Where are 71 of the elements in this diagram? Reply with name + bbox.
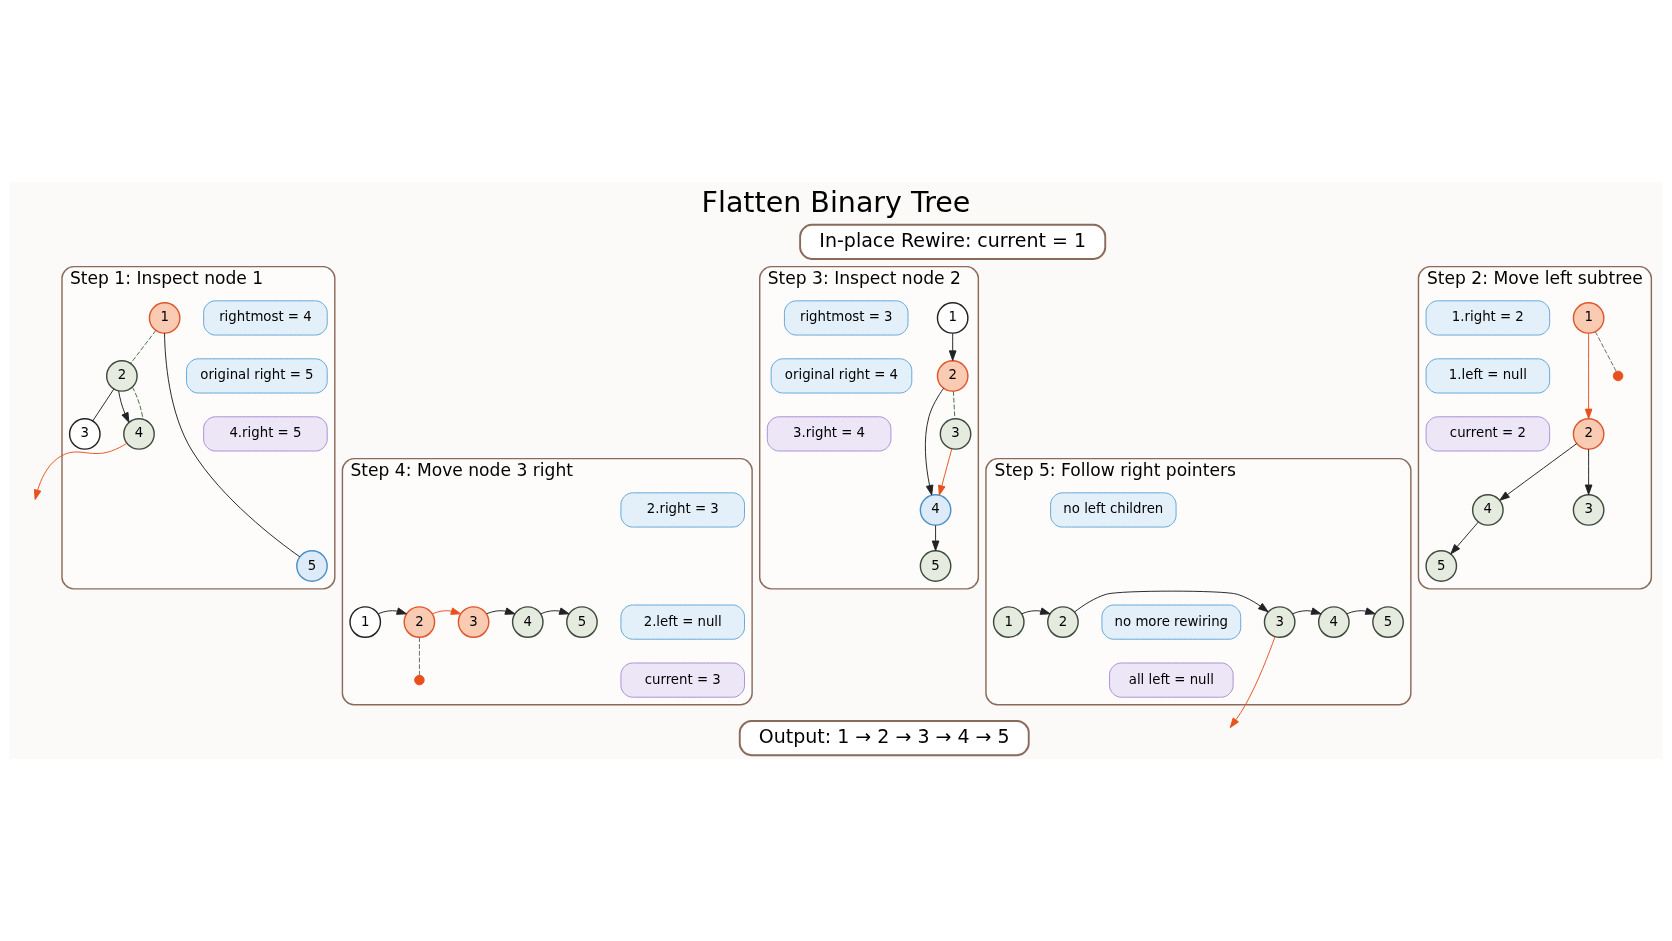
node-circle: 1 (148, 302, 181, 334)
node-circle: 2 (1572, 417, 1605, 450)
node-box: original right = 4 (770, 358, 913, 394)
arrow (1074, 590, 1269, 613)
node-circle: 2 (105, 360, 138, 392)
node-circle: 5 (1425, 550, 1458, 582)
arrow (432, 607, 462, 615)
node-circle: 2 (1047, 606, 1079, 639)
arrow (938, 448, 953, 496)
node-box: no more rewiring (1101, 604, 1242, 640)
connector (131, 386, 144, 420)
arrow (1021, 607, 1051, 615)
node-box: 3.right = 4 (766, 416, 892, 452)
arrow (948, 332, 957, 361)
node-circle: 2 (936, 360, 969, 392)
arrow (1584, 332, 1593, 420)
node-box: 2.right = 3 (620, 492, 745, 528)
arrow (377, 607, 408, 615)
arrow (33, 442, 128, 500)
node-box: current = 2 (1425, 416, 1551, 452)
arrow (118, 390, 130, 423)
node-circle: 3 (457, 606, 490, 639)
connector (952, 390, 956, 419)
connector (1594, 331, 1617, 372)
node-cross (1612, 370, 1624, 382)
connector (164, 332, 301, 558)
node-cross (414, 674, 425, 686)
arrow (931, 524, 940, 551)
connector (130, 330, 157, 364)
diagram-title: Flatten Binary Tree (701, 186, 971, 220)
node-circle: 4 (511, 606, 544, 639)
arrow (1292, 607, 1322, 615)
arrow (1584, 448, 1593, 495)
connector (92, 388, 115, 422)
connector (418, 637, 420, 676)
node-box: original right = 5 (186, 358, 328, 394)
node-box: rightmost = 3 (783, 300, 909, 336)
node-box: all left = null (1109, 662, 1234, 698)
arrow (1346, 607, 1376, 615)
node-circle: 5 (1372, 606, 1404, 639)
node-box: rightmost = 4 (203, 300, 328, 336)
node-circle: 3 (68, 417, 101, 450)
node-box: In-place Rewire: current = 1 (799, 223, 1107, 260)
node-circle: 5 (919, 550, 952, 582)
node-box: Output: 1 → 2 → 3 → 4 → 5 (738, 720, 1030, 757)
node-circle: 4 (919, 494, 952, 526)
node-circle: 5 (566, 606, 598, 639)
node-circle: 1 (1572, 302, 1605, 334)
node-circle: 3 (939, 417, 972, 450)
arrow (1450, 521, 1479, 555)
node-box: current = 3 (620, 662, 745, 698)
arrow (486, 607, 516, 615)
node-circle: 4 (123, 417, 155, 450)
node-box: 1.left = null (1425, 358, 1551, 394)
node-circle: 1 (936, 302, 969, 334)
arrow (1229, 636, 1276, 729)
arrow (540, 607, 570, 615)
arrow (1499, 443, 1578, 501)
node-circle: 4 (1317, 606, 1350, 639)
node-circle: 5 (296, 550, 328, 582)
node-circle: 1 (349, 606, 382, 639)
node-box: 2.left = null (620, 604, 745, 640)
node-circle: 1 (992, 606, 1025, 639)
node-box: no left children (1050, 492, 1177, 528)
node-circle: 2 (403, 606, 436, 639)
node-circle: 4 (1471, 494, 1504, 526)
node-box: 4.right = 5 (203, 416, 328, 452)
node-circle: 3 (1572, 494, 1605, 526)
node-circle: 3 (1263, 606, 1296, 639)
node-box: 1.right = 2 (1425, 300, 1551, 336)
arrow (924, 387, 945, 496)
